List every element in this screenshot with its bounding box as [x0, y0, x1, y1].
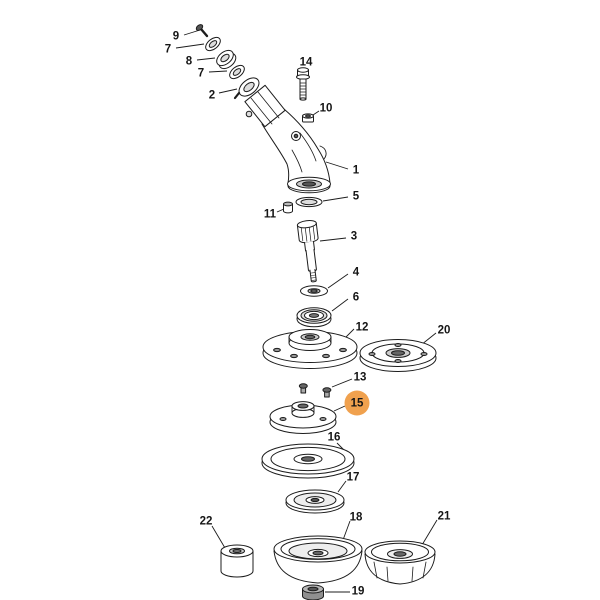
- part-callout-1[interactable]: 1: [352, 164, 360, 176]
- part-callout-18[interactable]: 18: [349, 511, 363, 523]
- part-18-cup: [273, 535, 363, 584]
- leader-line-1: [325, 161, 349, 170]
- leader-line-5: [322, 196, 349, 202]
- part-callout-8[interactable]: 8: [185, 55, 193, 67]
- leader-line-22: [211, 525, 226, 549]
- part-callout-7[interactable]: 7: [197, 67, 205, 79]
- leader-line-4: [327, 273, 349, 289]
- part-2-clamp: [233, 77, 260, 100]
- leader-line-15: [333, 405, 346, 412]
- part-callout-20[interactable]: 20: [437, 324, 451, 336]
- leader-line-18: [342, 520, 351, 541]
- part-19-collar-nut: [302, 584, 324, 600]
- part-13-screws: [298, 383, 332, 398]
- leader-line-21: [421, 519, 438, 546]
- leader-line-11: [276, 208, 285, 213]
- leader-line-3: [319, 237, 347, 242]
- part-5-ring: [295, 196, 323, 208]
- leader-line-6: [331, 298, 349, 312]
- part-callout-17[interactable]: 17: [346, 471, 360, 483]
- part-9-screw: [195, 24, 209, 38]
- part-callout-6[interactable]: 6: [352, 291, 360, 303]
- part-callout-2[interactable]: 2: [208, 89, 216, 101]
- part-callout-22[interactable]: 22: [199, 515, 213, 527]
- leader-line-10: [312, 110, 320, 116]
- part-15-hub: [269, 401, 337, 434]
- part-callout-5[interactable]: 5: [352, 190, 360, 202]
- leader-line-2: [218, 88, 238, 94]
- part-callout-7[interactable]: 7: [164, 43, 172, 55]
- part-12-flange-plate: [262, 329, 358, 369]
- leader-line-13: [331, 378, 353, 388]
- part-callout-13[interactable]: 13: [353, 371, 367, 383]
- part-3-drive-shaft: [296, 220, 319, 283]
- part-callout-9[interactable]: 9: [172, 30, 180, 42]
- part-7-ring-lower: [229, 64, 245, 80]
- part-callout-16[interactable]: 16: [327, 431, 341, 443]
- part-callout-3[interactable]: 3: [350, 230, 358, 242]
- part-callout-11[interactable]: 11: [263, 208, 277, 220]
- part-6-ball-bearing: [296, 307, 332, 328]
- part-16-disc: [261, 443, 355, 479]
- part-callout-4[interactable]: 4: [352, 266, 360, 278]
- part-10-nut: [302, 113, 314, 123]
- part-callout-12[interactable]: 12: [355, 321, 369, 333]
- part-callout-14[interactable]: 14: [299, 56, 313, 68]
- part-17-pressure-disc: [285, 489, 345, 514]
- part-22-spacer: [220, 544, 254, 578]
- part-7-ring-upper: [205, 36, 221, 52]
- leader-line-7: [175, 43, 205, 49]
- part-callout-10[interactable]: 10: [319, 102, 333, 114]
- part-8-sleeve: [216, 49, 237, 70]
- part-callout-19[interactable]: 19: [351, 585, 365, 597]
- leader-line-7: [208, 70, 228, 73]
- part-21-cup: [364, 540, 436, 585]
- leader-line-17: [337, 480, 347, 493]
- part-11-pin: [283, 201, 293, 214]
- part-callout-21[interactable]: 21: [437, 510, 451, 522]
- part-20-cover-plate: [359, 339, 437, 372]
- leader-line-12: [345, 328, 355, 338]
- part-14-bolt: [296, 67, 310, 101]
- part-4-washer: [300, 285, 328, 297]
- part-callout-15[interactable]: 15: [344, 390, 370, 416]
- part-1-gearbox-housing: [244, 84, 331, 194]
- leader-line-8: [196, 57, 216, 61]
